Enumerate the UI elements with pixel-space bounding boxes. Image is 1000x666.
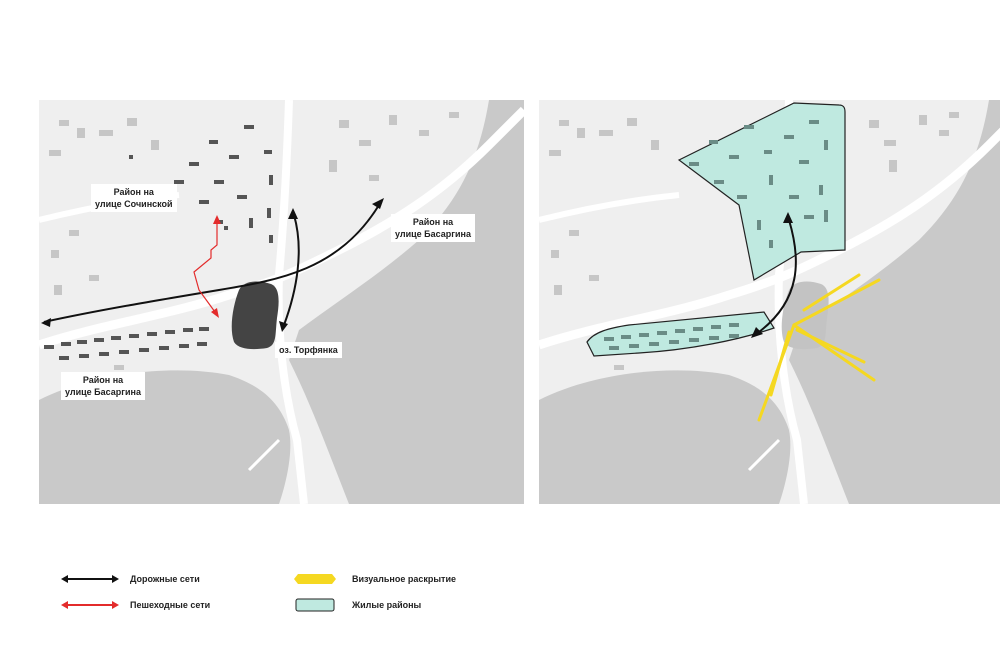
road-pier <box>247 438 281 472</box>
water-body-east <box>789 100 1000 504</box>
buildings-background <box>49 112 459 370</box>
buildings-background <box>549 112 959 370</box>
road-main <box>539 127 1000 350</box>
map-left-svg <box>39 100 524 504</box>
legend-residential-areas-label: Жилые районы <box>352 600 422 610</box>
water-body-south <box>539 370 791 504</box>
visual-opening-legend-icon <box>294 574 336 584</box>
road-network-legend-icon <box>61 575 119 583</box>
label-lake-torfyanka: оз. Торфянка <box>275 342 342 358</box>
legend-pedestrian-network-label: Пешеходные сети <box>130 600 211 610</box>
pedestrian-network-legend-icon <box>61 601 119 609</box>
residential-area-sochinskaya <box>677 102 846 281</box>
label-basargina-south-district: Район на улице Басаргина <box>61 372 145 400</box>
road-pier <box>747 438 781 472</box>
buildings-residential <box>604 120 828 350</box>
legend-visual-opening-label: Визуальное раскрытие <box>352 574 457 584</box>
road-west <box>539 192 680 223</box>
water-body-east <box>289 100 524 504</box>
label-basargina-east-district: Район на улице Басаргина <box>391 214 475 242</box>
road-network-arrowheads <box>41 198 384 332</box>
road-north-south <box>274 100 308 504</box>
legend-road-network: Дорожные сети <box>60 572 200 586</box>
legend-visual-opening: Визуальное раскрытие <box>282 572 456 586</box>
water-body-south <box>39 370 291 504</box>
legend-pedestrian-network: Пешеходные сети <box>60 598 210 612</box>
lake-torfyanka <box>781 281 829 350</box>
label-sochinskaya-district: Район на улице Сочинской <box>91 184 177 212</box>
map-panel-right <box>539 100 1000 504</box>
pedestrian-network-path <box>193 222 218 313</box>
residential-areas-legend-icon <box>295 598 335 612</box>
legend-road-network-label: Дорожные сети <box>130 574 200 584</box>
lake-torfyanka <box>231 281 279 350</box>
pedestrian-arrowheads <box>211 215 221 318</box>
map-right-svg <box>539 100 1000 504</box>
road-network-arrowheads <box>751 212 793 338</box>
buildings-dark <box>44 125 273 360</box>
visual-opening-rays <box>757 273 881 422</box>
road-network-arrows <box>43 204 380 326</box>
road-network-arrow <box>758 219 797 333</box>
map-panel-left: Район на улице Сочинской Район на улице … <box>39 100 524 504</box>
legend-residential-areas: Жилые районы <box>282 598 421 612</box>
